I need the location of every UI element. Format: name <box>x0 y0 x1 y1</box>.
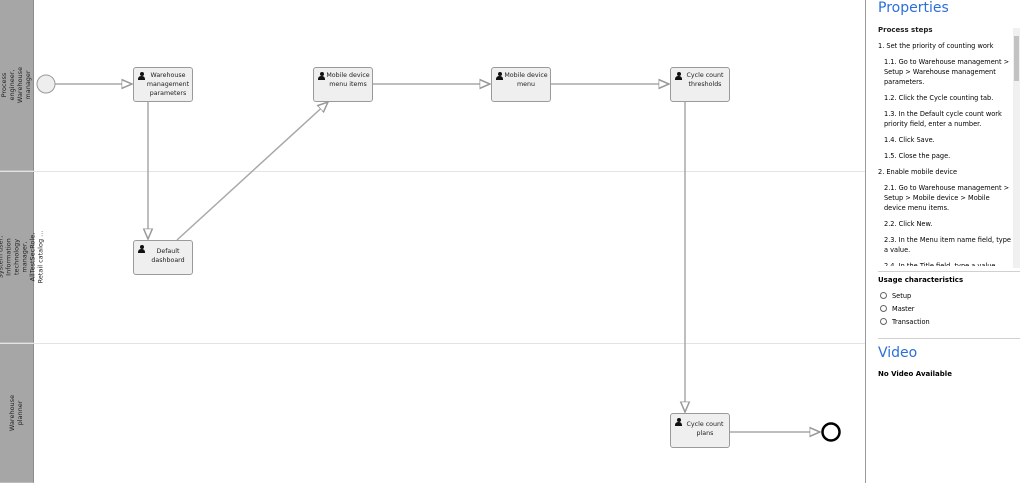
radio-master[interactable]: Master <box>880 302 963 315</box>
scrollbar-thumb[interactable] <box>1014 36 1019 81</box>
swimlane-1: Process engineer, Warehouse manager <box>0 0 865 172</box>
node-cycle-count-plans[interactable]: Cycle count plans <box>670 413 730 448</box>
radio-icon <box>880 292 887 299</box>
process-step: 1.4. Click Save. <box>884 136 935 144</box>
radio-icon <box>880 318 887 325</box>
node-mobile-device-menu[interactable]: Mobile device menu <box>491 67 551 102</box>
radio-icon <box>880 305 887 312</box>
video-status: No Video Available <box>878 370 952 378</box>
person-icon <box>496 72 503 80</box>
radio-setup[interactable]: Setup <box>880 289 963 302</box>
process-step: 1.3. In the Default cycle count work pri… <box>884 110 1002 128</box>
process-step: 1.5. Close the page. <box>884 152 951 160</box>
node-mobile-device-menu-items[interactable]: Mobile device menu items <box>313 67 373 102</box>
process-step: 2.2. Click New. <box>884 220 933 228</box>
properties-title: Properties <box>878 0 949 16</box>
node-label: Mobile device menu <box>504 72 548 88</box>
person-icon <box>318 72 325 80</box>
node-label: Warehouse management parameters <box>146 72 190 97</box>
divider <box>878 338 1020 339</box>
swimlane-2: TestEssentialsRole, System user, Informa… <box>0 172 865 344</box>
start-event[interactable] <box>36 74 56 94</box>
swimlane-label: TestEssentialsRole, System user, Informa… <box>0 172 45 343</box>
person-icon <box>675 72 682 80</box>
end-event[interactable] <box>821 422 841 442</box>
person-icon <box>138 72 145 80</box>
process-step: 2.1. Go to Warehouse management > Setup … <box>884 184 1010 212</box>
radio-transaction[interactable]: Transaction <box>880 315 963 328</box>
process-step: 2.4. In the Title field, type a value. <box>884 262 998 266</box>
divider <box>878 271 1020 272</box>
process-step: 2. Enable mobile device <box>878 168 958 176</box>
person-icon <box>138 245 145 253</box>
process-steps-list: 1. Set the priority of counting work 1.1.… <box>878 40 1011 266</box>
video-section: Video No Video Available <box>878 345 952 378</box>
steps-scrollbar[interactable] <box>1013 28 1020 268</box>
person-icon <box>675 418 682 426</box>
node-label: Cycle count thresholds <box>686 72 724 88</box>
process-step: 1.1. Go to Warehouse management > Setup … <box>884 58 1010 86</box>
node-label: Cycle count plans <box>686 421 724 437</box>
swimlane-label: Warehouse planner <box>0 344 34 483</box>
node-cycle-count-thresholds[interactable]: Cycle count thresholds <box>670 67 730 102</box>
usage-heading: Usage characteristics <box>878 276 964 284</box>
node-warehouse-management-parameters[interactable]: Warehouse management parameters <box>133 67 193 102</box>
usage-section: Usage characteristics Setup Master Trans… <box>878 276 963 328</box>
node-label: Default dashboard <box>151 248 185 264</box>
process-diagram-canvas[interactable]: Process engineer, Warehouse manager Test… <box>0 0 866 483</box>
radio-label: Setup <box>892 291 912 300</box>
video-title: Video <box>878 345 918 361</box>
radio-label: Transaction <box>892 317 930 326</box>
process-step: 1.2. Click the Cycle counting tab. <box>884 94 994 102</box>
process-step: 1. Set the priority of counting work <box>878 42 994 50</box>
swimlane-label: Process engineer, Warehouse manager <box>0 0 34 171</box>
swimlane-3: Warehouse planner <box>0 344 865 483</box>
properties-panel: Properties Process steps <box>866 0 1024 483</box>
node-label: Mobile device menu items <box>326 72 370 88</box>
process-steps-heading: Process steps <box>878 26 933 34</box>
node-default-dashboard[interactable]: Default dashboard <box>133 240 193 275</box>
flow-connectors <box>36 74 841 442</box>
edge-dd-to-mdmi <box>176 102 328 241</box>
process-step: 2.3. In the Menu item name field, type a… <box>884 236 1011 254</box>
radio-label: Master <box>892 304 915 313</box>
